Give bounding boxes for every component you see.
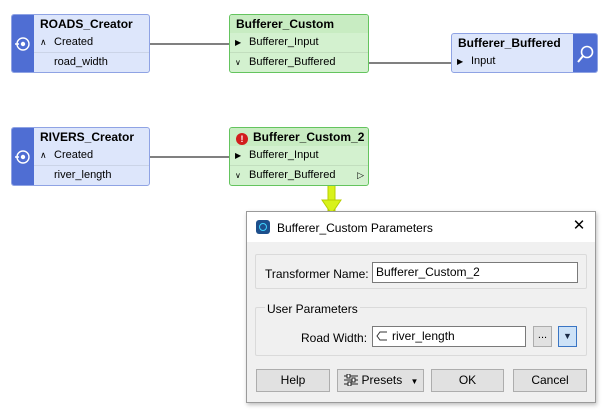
dialog-title: Bufferer_Custom Parameters <box>277 221 433 235</box>
dialog-title-bar: Bufferer_Custom Parameters ✕ <box>247 212 595 242</box>
node-title: Bufferer_Custom_2 <box>253 130 365 144</box>
creator-icon <box>15 37 30 51</box>
warning-icon: ! <box>236 133 248 145</box>
node-title: Bufferer_Buffered <box>458 36 561 50</box>
output-port-created[interactable]: ∧ Created <box>34 33 149 52</box>
chevron-down-icon: ∨ <box>235 171 241 180</box>
input-port-bufferer-input[interactable]: ▶ Bufferer_Input <box>230 146 368 165</box>
port-label: Bufferer_Input <box>249 36 319 48</box>
attribute-tag-icon <box>376 328 392 347</box>
input-arrow-icon: ▶ <box>457 57 464 66</box>
node-title: Bufferer_Custom <box>230 15 368 33</box>
port-label: Created <box>54 149 94 161</box>
parameter-menu-button[interactable]: ▼ <box>558 326 577 347</box>
transformer-name-label: Transformer Name: <box>265 267 369 281</box>
input-arrow-icon: ▶ <box>235 38 242 47</box>
ok-button[interactable]: OK <box>431 369 504 392</box>
magnifier-icon <box>577 45 594 63</box>
transformer-name-value: Bufferer_Custom_2 <box>376 265 480 279</box>
attribute-label: river_length <box>54 169 112 181</box>
road-width-input[interactable]: river_length <box>372 326 526 347</box>
port-label: Created <box>54 36 94 48</box>
rivers-creator-node[interactable]: RIVERS_Creator ∧ Created river_length <box>11 127 150 186</box>
output-port-bufferer-buffered[interactable]: ∨ Bufferer_Buffered ▷ <box>230 165 368 184</box>
port-label: Bufferer_Input <box>249 149 319 161</box>
node-title: RIVERS_Creator <box>40 130 135 144</box>
road-width-value: river_length <box>392 329 455 343</box>
parameters-dialog: Bufferer_Custom Parameters ✕ Transformer… <box>246 211 596 403</box>
creator-band <box>12 128 34 185</box>
presets-label: Presets <box>361 373 403 387</box>
bufferer-custom-2-node[interactable]: ! Bufferer_Custom_2 ▶ Bufferer_Input ∨ Bu… <box>229 127 369 186</box>
app-icon <box>256 220 270 234</box>
highlight-arrow-head <box>321 199 342 215</box>
ellipsis-button[interactable]: ... <box>533 326 552 347</box>
node-title: ROADS_Creator <box>40 17 133 31</box>
attribute-label: road_width <box>54 56 108 68</box>
triangle-down-icon: ▼ <box>563 331 572 341</box>
chevron-up-icon: ∧ <box>40 150 47 160</box>
transformer-name-group <box>255 254 587 289</box>
port-label: Bufferer_Buffered <box>249 169 336 181</box>
port-label: Input <box>471 55 496 67</box>
roads-creator-node[interactable]: ROADS_Creator ∧ Created road_width <box>11 14 150 73</box>
inspector-band <box>573 34 597 72</box>
transformer-name-input[interactable]: Bufferer_Custom_2 <box>372 262 578 283</box>
input-port-bufferer-input[interactable]: ▶ Bufferer_Input <box>230 33 368 52</box>
presets-button[interactable]: Presets ▼ <box>337 369 424 392</box>
attribute-row: road_width <box>34 52 149 71</box>
input-port-input[interactable]: ▶ Input <box>452 52 597 71</box>
road-width-label: Road Width: <box>301 331 368 345</box>
help-label: Help <box>280 373 306 387</box>
input-arrow-icon: ▶ <box>235 151 242 160</box>
attribute-row: river_length <box>34 165 149 184</box>
close-icon[interactable]: ✕ <box>572 217 586 234</box>
creator-band <box>12 15 34 72</box>
cancel-button[interactable]: Cancel <box>513 369 587 392</box>
dropdown-arrow-icon: ▼ <box>410 377 419 386</box>
user-parameters-group <box>255 307 587 356</box>
output-arrow-icon: ▷ <box>357 170 364 180</box>
creator-icon <box>15 150 30 164</box>
bufferer-custom-node[interactable]: Bufferer_Custom ▶ Bufferer_Input ∨ Buffe… <box>229 14 369 73</box>
ok-label: OK <box>458 373 477 387</box>
sliders-icon <box>343 372 359 393</box>
chevron-down-icon: ∨ <box>235 58 241 67</box>
output-port-created[interactable]: ∧ Created <box>34 146 149 165</box>
port-label: Bufferer_Buffered <box>249 56 336 68</box>
output-port-bufferer-buffered[interactable]: ∨ Bufferer_Buffered <box>230 52 368 71</box>
help-button[interactable]: Help <box>256 369 330 392</box>
chevron-up-icon: ∧ <box>40 37 47 47</box>
cancel-label: Cancel <box>531 373 569 387</box>
node-title-row: ! Bufferer_Custom_2 <box>230 128 368 146</box>
user-parameters-label: User Parameters <box>265 302 360 316</box>
bufferer-buffered-inspector-node[interactable]: Bufferer_Buffered ▶ Input <box>451 33 598 73</box>
